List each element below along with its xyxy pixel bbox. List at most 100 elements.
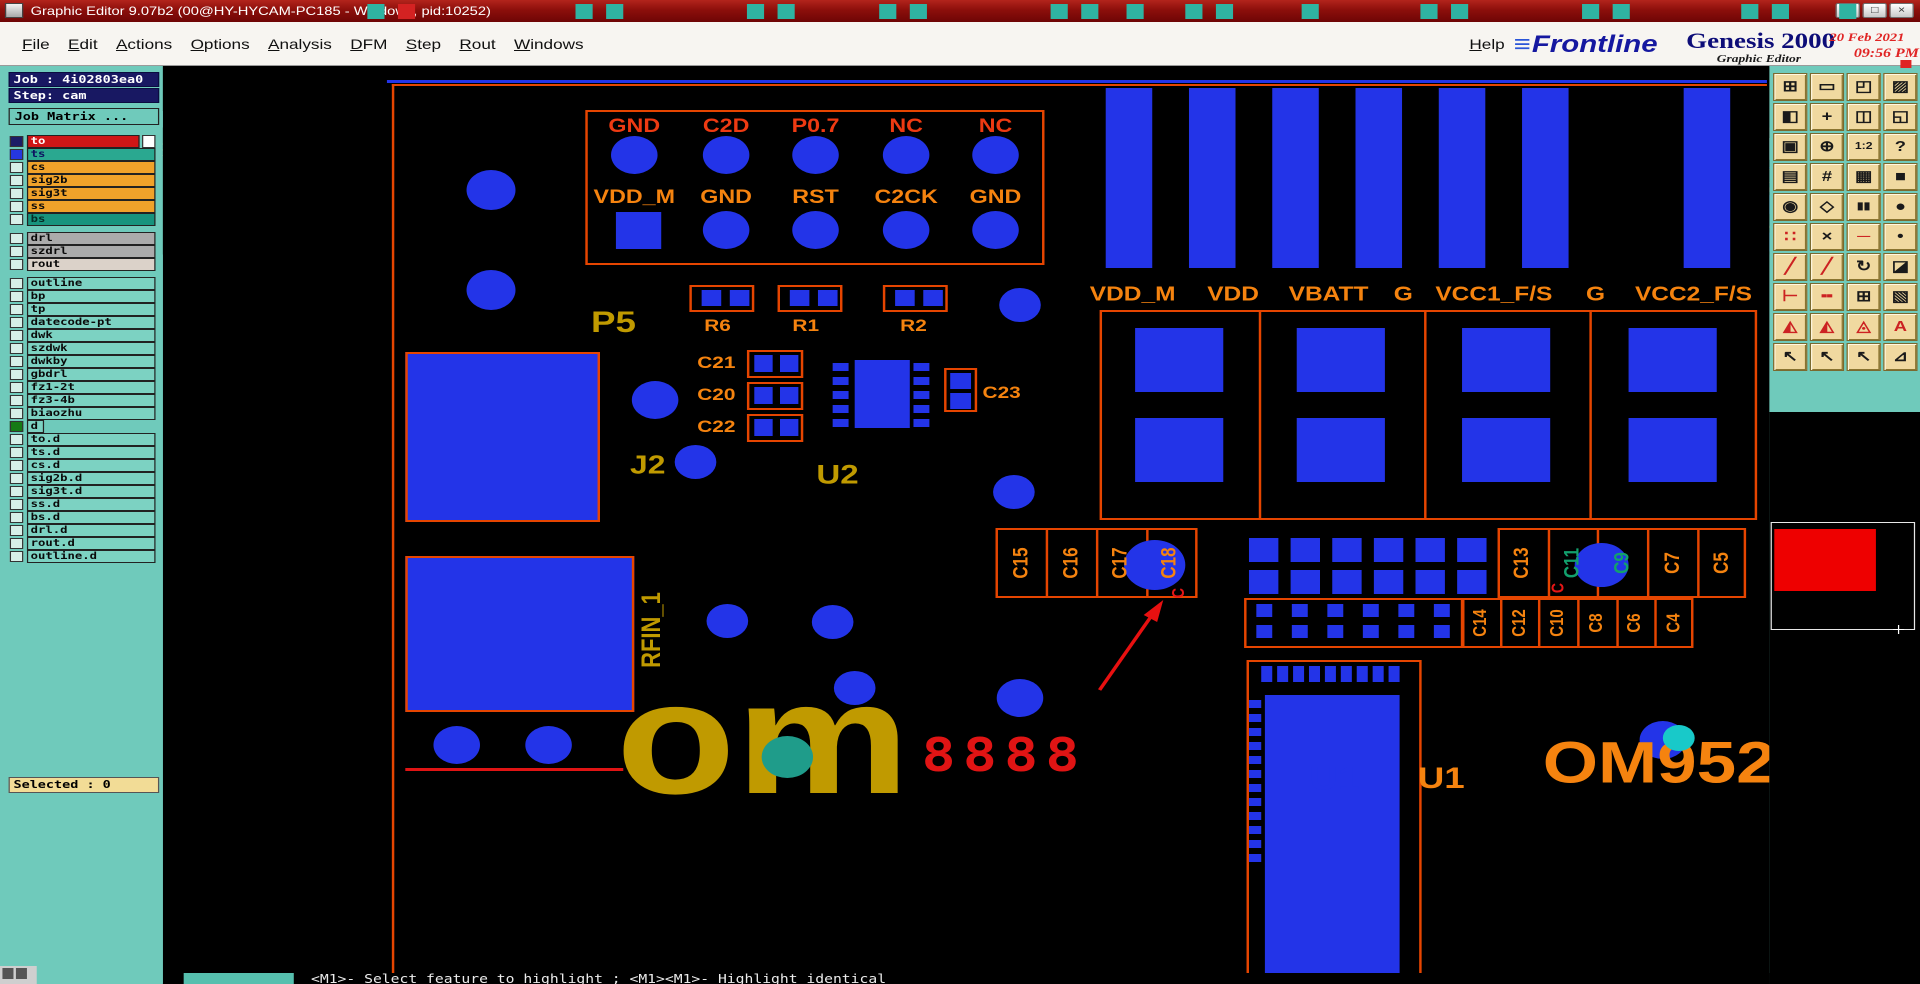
toolbar-half-screen-icon[interactable]: ◧ [1773, 103, 1807, 131]
pcb-outline[interactable] [1461, 598, 1694, 648]
pcb-pad[interactable] [702, 290, 722, 306]
menu-actions[interactable]: Actions [116, 36, 172, 52]
pcb-outline[interactable] [1244, 598, 1464, 648]
pcb-pad[interactable] [1277, 666, 1288, 682]
layer-checkbox-sig2b[interactable] [10, 175, 23, 186]
pcb-via[interactable] [792, 211, 839, 249]
layer-checkbox-ss.d[interactable] [10, 499, 23, 510]
toolbar-bars-icon[interactable]: ▮▮ [1847, 193, 1881, 221]
toolbar-copy-window-icon[interactable]: ⊞ [1773, 73, 1807, 101]
pcb-label-8888[interactable]: 8888 [922, 728, 1087, 782]
toolbar-help-icon[interactable]: ? [1883, 133, 1917, 161]
pcb-pad[interactable] [833, 377, 849, 385]
pcb-pad[interactable] [1297, 328, 1385, 392]
toolbar-fill-grid-icon[interactable]: ▦ [1847, 163, 1881, 191]
layer-checkbox-sig3t.d[interactable] [10, 486, 23, 497]
toolbar-small-dot-icon[interactable]: • [1883, 223, 1917, 251]
pcb-label-om[interactable]: om [616, 646, 910, 830]
pcb-pad[interactable] [1291, 538, 1320, 562]
toolbar-layers-icon[interactable]: ▤ [1773, 163, 1807, 191]
pcb-label-p0-7[interactable]: P0.7 [792, 116, 840, 138]
layer-checkbox-sig2b.d[interactable] [10, 473, 23, 484]
pcb-via[interactable] [467, 170, 516, 210]
pcb-label-c11[interactable]: C11 [1560, 548, 1584, 578]
toolbar-net-icon[interactable]: # [1810, 163, 1844, 191]
pcb-via[interactable] [972, 136, 1019, 174]
pcb-label-c8[interactable]: C8 [1586, 613, 1607, 632]
pcb-pad[interactable] [1106, 88, 1153, 268]
pcb-label-vdd-m[interactable]: VDD_M [1090, 284, 1176, 307]
toolbar-screen-icon[interactable]: ▭ [1810, 73, 1844, 101]
layer-row-outline.d[interactable]: outline.d [10, 550, 156, 563]
layer-row-ts[interactable]: ts [10, 148, 156, 161]
toolbar-text-triangle-icon-3[interactable]: ◬ [1847, 313, 1881, 341]
toolbar-crosshair-icon[interactable]: ⊕ [1810, 133, 1844, 161]
toolbar-measure-icon[interactable]: ⊢ [1773, 283, 1807, 311]
pcb-pad[interactable] [754, 387, 772, 404]
pcb-pad[interactable] [833, 405, 849, 413]
layer-checkbox-sig3t[interactable] [10, 188, 23, 199]
pcb-pad[interactable] [913, 391, 929, 399]
layer-checkbox-drl.d[interactable] [10, 525, 23, 536]
pcb-pad[interactable] [1629, 418, 1717, 482]
layer-checkbox-outline.d[interactable] [10, 551, 23, 562]
pcb-label-u1[interactable]: U1 [1418, 762, 1465, 796]
pcb-pad[interactable] [833, 363, 849, 371]
job-matrix-button[interactable]: Job Matrix ... [9, 108, 160, 125]
pcb-pad[interactable] [1249, 742, 1261, 750]
pcb-label-r2[interactable]: R2 [900, 316, 927, 336]
pcb-pad[interactable] [1363, 625, 1379, 638]
pcb-label-c10[interactable]: C10 [1547, 609, 1568, 637]
layer-checkbox-gbdrl[interactable] [10, 369, 23, 380]
pcb-pad[interactable] [913, 405, 929, 413]
toolbar-dot-icon[interactable]: ● [1883, 193, 1917, 221]
toolbar-dash-line-icon[interactable]: ╍ [1810, 283, 1844, 311]
toolbar-blank-screen-icon[interactable]: ■ [1883, 163, 1917, 191]
toolbar-hatch-icon[interactable]: ▧ [1883, 283, 1917, 311]
layer-row-drl.d[interactable]: drl.d [10, 524, 156, 537]
pcb-pad[interactable] [1135, 328, 1223, 392]
pcb-pad[interactable] [616, 212, 661, 249]
pcb-pad[interactable] [913, 363, 929, 371]
overview-viewport[interactable] [1774, 529, 1876, 591]
layer-row-sig3t[interactable]: sig3t [10, 187, 156, 200]
pcb-pad[interactable] [1416, 570, 1445, 594]
layer-checkbox-cs[interactable] [10, 162, 23, 173]
pcb-label-c15[interactable]: C15 [1009, 547, 1033, 578]
pcb-via[interactable] [997, 679, 1044, 717]
pcb-canvas[interactable]: GNDC2DP0.7NCNCVDD_MGNDRSTC2CKGNDP5R6R1R2… [163, 66, 1770, 984]
maximize-button[interactable]: □ [1862, 3, 1886, 18]
layer-row-outline[interactable]: outline [10, 277, 156, 290]
toolbar-slash-dot-icon[interactable]: ╱ [1810, 253, 1844, 281]
pcb-pad[interactable] [1291, 570, 1320, 594]
pcb-pad[interactable] [1249, 700, 1261, 708]
layer-checkbox-drl[interactable] [10, 233, 23, 244]
pcb-label-c4[interactable]: C4 [1663, 613, 1684, 632]
pcb-pad[interactable] [1309, 666, 1320, 682]
layer-row-rout.d[interactable]: rout.d [10, 537, 156, 550]
pcb-pad[interactable] [1416, 538, 1445, 562]
pcb-via[interactable] [812, 605, 854, 639]
layer-checkbox-dwkby[interactable] [10, 356, 23, 367]
layer-row-cs[interactable]: cs [10, 161, 156, 174]
layer-row-bs.d[interactable]: bs.d [10, 511, 156, 524]
pcb-pad[interactable] [1261, 666, 1272, 682]
layer-row-ss[interactable]: ss [10, 200, 156, 213]
pcb-label-c[interactable]: C [1548, 583, 1568, 593]
pcb-via[interactable] [675, 445, 717, 479]
pcb-label-gnd[interactable]: GND [700, 187, 752, 209]
pcb-pad[interactable] [950, 373, 971, 389]
layer-checkbox-fz1-2t[interactable] [10, 382, 23, 393]
pcb-label-om952[interactable]: OM952 [1543, 730, 1770, 797]
toolbar-pan-icon[interactable]: + [1810, 103, 1844, 131]
pcb-pad[interactable] [1249, 570, 1278, 594]
pcb-pad[interactable] [1332, 538, 1361, 562]
pcb-label-c5[interactable]: C5 [1709, 552, 1733, 574]
layer-checkbox-cs.d[interactable] [10, 460, 23, 471]
layer-row-ts.d[interactable]: ts.d [10, 446, 156, 459]
pcb-pad[interactable] [1249, 840, 1261, 848]
layer-checkbox-rout.d[interactable] [10, 538, 23, 549]
pcb-pad[interactable] [1434, 604, 1450, 617]
pcb-label-nc[interactable]: NC [979, 116, 1013, 138]
toolbar-corner-select-icon[interactable]: ⊿ [1883, 343, 1917, 371]
